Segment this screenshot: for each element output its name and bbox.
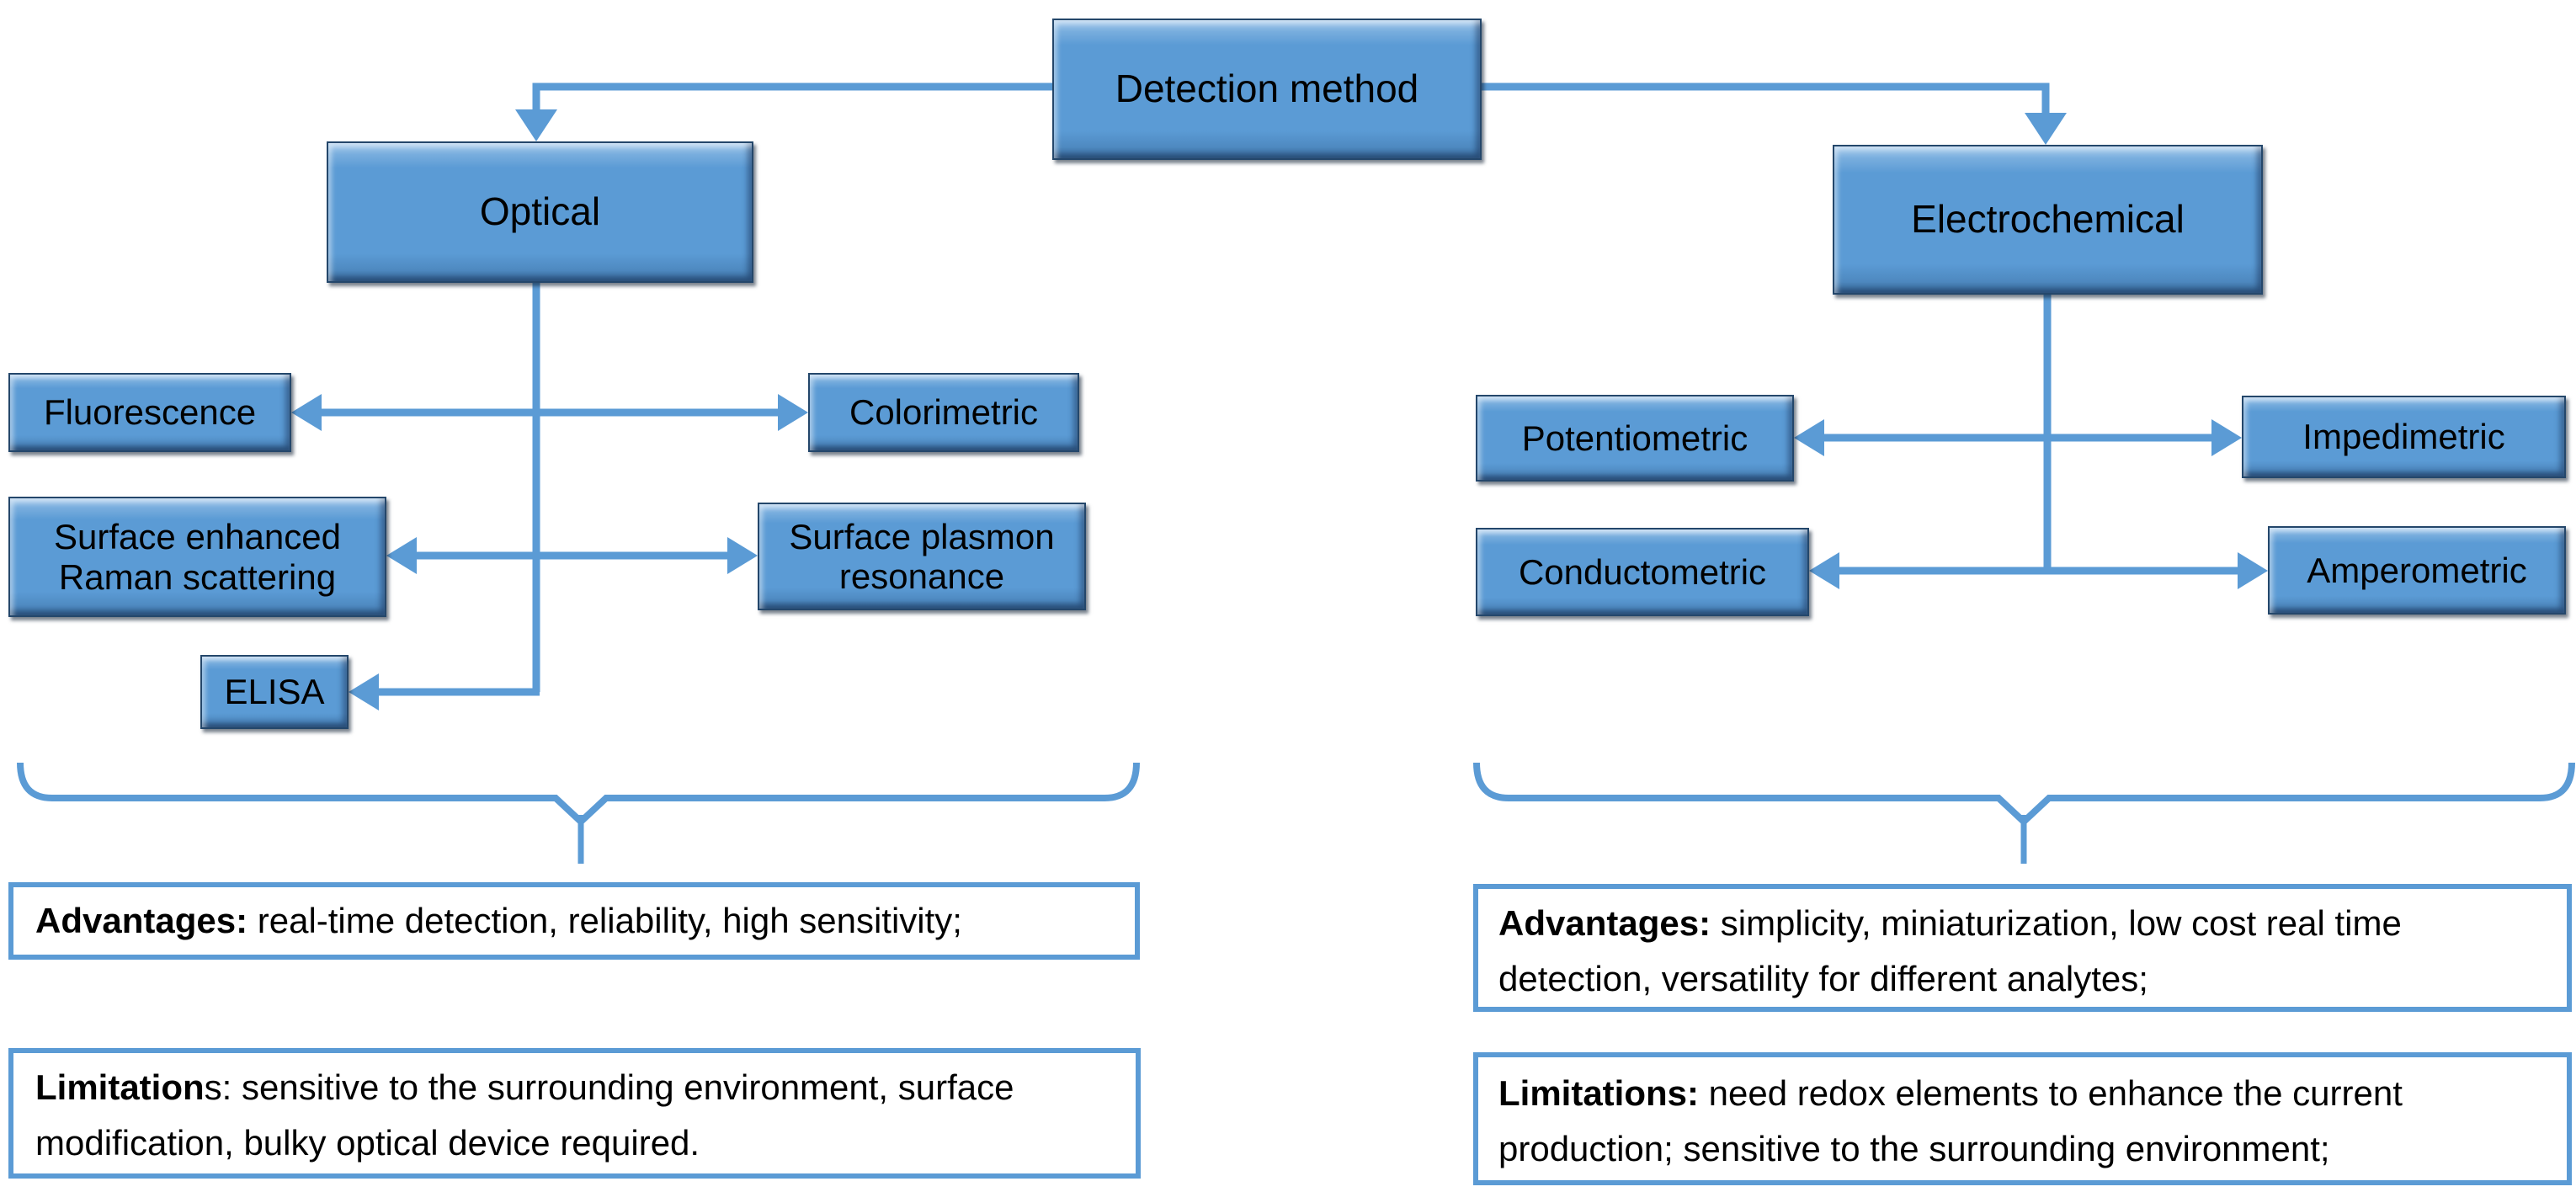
arrowhead-amperometric-icon: [2238, 552, 2268, 589]
node-potentiometric-label: Potentiometric: [1521, 418, 1748, 458]
node-colorimetric-label: Colorimetric: [849, 392, 1039, 433]
electrochemical-advantages-panel: Advantages: simplicity, miniaturization,…: [1473, 884, 2572, 1012]
arrowhead-into-electrochemical-icon: [2025, 113, 2067, 145]
arrowhead-fluorescence-icon: [291, 394, 322, 431]
electrochemical-advantages-text: Advantages: simplicity, miniaturization,…: [1498, 903, 2402, 998]
electrochemical-advantages-heading: Advantages:: [1498, 903, 1721, 943]
arrowhead-sers-icon: [386, 537, 417, 574]
electrochemical-limitations-heading: Limitations:: [1498, 1073, 1709, 1113]
arrowhead-into-optical-icon: [515, 109, 557, 141]
node-electrochemical-label: Electrochemical: [1911, 197, 2185, 242]
node-colorimetric: Colorimetric: [808, 373, 1079, 452]
node-conductometric-label: Conductometric: [1518, 551, 1767, 592]
node-conductometric: Conductometric: [1476, 528, 1809, 616]
node-potentiometric: Potentiometric: [1476, 395, 1794, 482]
node-spr: Surface plasmon resonance: [758, 503, 1086, 610]
node-sers: Surface enhanced Raman scattering: [8, 497, 386, 617]
node-spr-label: Surface plasmon resonance: [789, 516, 1055, 596]
optical-brace: [17, 762, 1140, 827]
optical-advantages-panel: Advantages: real-time detection, reliabi…: [8, 882, 1140, 960]
optical-limitations-heading: Limitation: [35, 1067, 205, 1107]
node-sers-label: Surface enhanced Raman scattering: [54, 517, 341, 597]
arrowhead-potentiometric-icon: [1794, 419, 1824, 456]
node-optical-label: Optical: [479, 189, 601, 234]
node-elisa: ELISA: [200, 655, 349, 729]
arrowhead-spr-icon: [727, 537, 758, 574]
node-detection-method: Detection method: [1052, 19, 1482, 160]
node-amperometric: Amperometric: [2268, 526, 2566, 615]
node-elisa-label: ELISA: [224, 672, 325, 712]
electrochemical-brace: [1473, 762, 2575, 827]
node-impedimetric-label: Impedimetric: [2302, 417, 2505, 457]
node-detection-method-label: Detection method: [1115, 67, 1419, 111]
optical-limitations-text: Limitations: sensitive to the surroundin…: [35, 1067, 1014, 1163]
node-impedimetric: Impedimetric: [2242, 396, 2566, 478]
optical-advantages-text: Advantages: real-time detection, reliabi…: [35, 901, 962, 940]
node-fluorescence: Fluorescence: [8, 373, 291, 452]
arrowhead-colorimetric-icon: [778, 394, 808, 431]
optical-limitations-panel: Limitations: sensitive to the surroundin…: [8, 1048, 1141, 1179]
node-fluorescence-label: Fluorescence: [43, 392, 257, 433]
connector-root-to-optical: [532, 82, 1054, 111]
node-optical: Optical: [327, 141, 753, 283]
electrochemical-limitations-text: Limitations: need redox elements to enha…: [1498, 1073, 2403, 1168]
arrowhead-impedimetric-icon: [2211, 419, 2242, 456]
optical-advantages-heading: Advantages:: [35, 901, 258, 940]
node-amperometric-label: Amperometric: [2307, 550, 2527, 590]
electrochemical-limitations-panel: Limitations: need redox elements to enha…: [1473, 1052, 2572, 1185]
node-electrochemical: Electrochemical: [1833, 145, 2263, 295]
arrowhead-elisa-icon: [349, 673, 379, 710]
connector-root-to-electrochemical: [1480, 82, 2050, 114]
arrowhead-conductometric-icon: [1809, 552, 1839, 589]
